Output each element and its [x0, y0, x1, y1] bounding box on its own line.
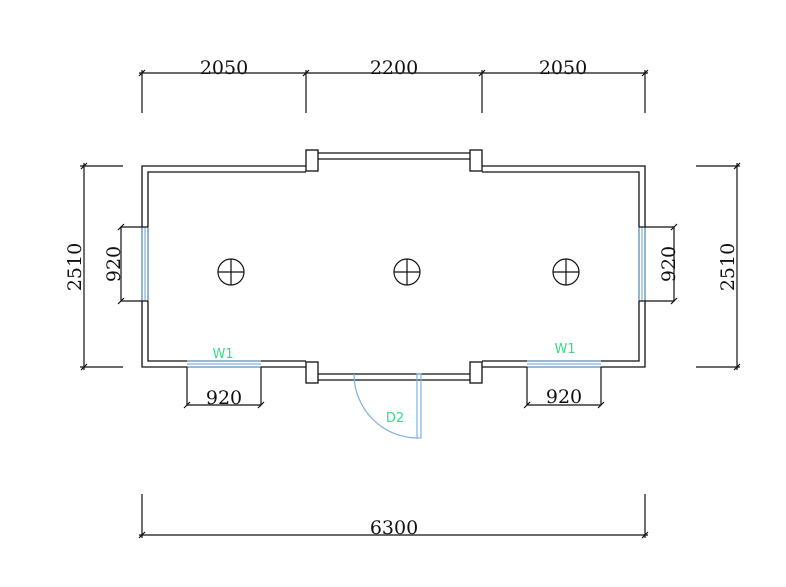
top-tick-4 — [641, 69, 649, 77]
door-swing-arc — [353, 373, 420, 439]
window-right — [638, 227, 646, 301]
right-tick-bottom — [733, 363, 741, 371]
ceiling-lights — [217, 258, 580, 286]
window-left-tick-top — [117, 223, 125, 231]
dimension-overall-width: 6300 — [370, 517, 418, 539]
top-tick-2 — [302, 69, 310, 77]
tag-window-left: W1 — [212, 347, 233, 362]
right-height-dimension: 2510 — [696, 162, 741, 371]
door-leaf — [416, 373, 422, 439]
tag-window-right: W1 — [554, 342, 575, 357]
dimension-top-middle: 2200 — [370, 57, 418, 79]
window-left — [141, 227, 149, 301]
dimension-right-window: 920 — [658, 246, 680, 282]
door-d2 — [353, 373, 422, 439]
top-tick-3 — [478, 69, 486, 77]
top-tick-1 — [138, 69, 146, 77]
window-bottom-right-tick-2 — [597, 401, 605, 409]
window-right-dimension-bracket — [639, 226, 675, 302]
windows — [141, 227, 646, 368]
left-height-dimension: 2510 — [64, 162, 123, 371]
dimension-top-left: 2050 — [200, 57, 248, 79]
tag-door: D2 — [386, 411, 404, 426]
overall-width-dimension: 6300 — [138, 494, 649, 539]
right-tick-top — [733, 162, 741, 170]
window-w1-right — [527, 360, 601, 368]
window-bottom-left-dimension-bracket — [186, 367, 262, 406]
window-dimensions: 920 920 920 920 — [103, 223, 680, 409]
window-bottom-right-dimension-bracket — [526, 367, 602, 406]
dimension-left-height: 2510 — [64, 243, 86, 291]
window-left-dimension-bracket — [120, 226, 148, 302]
column-bottom-left — [305, 361, 319, 384]
wall-outer-right — [482, 165, 646, 368]
dimension-top-right: 2050 — [539, 57, 587, 79]
bottom-tick-left — [138, 531, 146, 539]
window-right-tick-top — [670, 223, 678, 231]
dimension-bottom-left-window: 920 — [206, 387, 242, 409]
column-bottom-right — [469, 361, 483, 384]
circle-cross-icon — [393, 258, 421, 286]
circle-cross-icon — [552, 258, 580, 286]
column-top-right — [469, 149, 483, 172]
left-tick-top — [80, 162, 88, 170]
window-w1-left — [187, 360, 261, 368]
window-bottom-right-tick-1 — [523, 401, 531, 409]
dimension-right-height: 2510 — [717, 243, 739, 291]
left-tick-bottom — [80, 363, 88, 371]
circle-cross-icon — [217, 258, 245, 286]
window-bottom-left-tick-1 — [183, 401, 191, 409]
bottom-tick-right — [641, 531, 649, 539]
wall-outer-left — [141, 165, 306, 368]
window-bottom-left-tick-2 — [257, 401, 265, 409]
column-top-left — [305, 149, 319, 172]
dimension-left-window: 920 — [103, 246, 125, 282]
tags: W1 W1 D2 — [212, 342, 575, 426]
window-right-tick-bottom — [670, 297, 678, 305]
wall-inner-right — [482, 171, 640, 362]
window-left-tick-bottom — [117, 297, 125, 305]
wall-inner-left — [147, 171, 306, 362]
dimension-bottom-right-window: 920 — [546, 386, 582, 408]
top-dimension-chain: 2050 2200 2050 — [138, 57, 649, 113]
